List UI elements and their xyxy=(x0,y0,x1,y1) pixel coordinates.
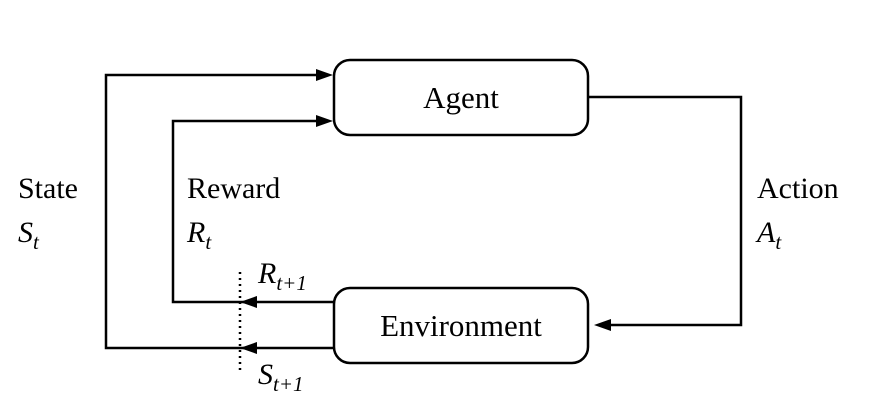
reward-label-group: Reward Rt xyxy=(186,172,280,254)
reward-symbol: Rt xyxy=(186,216,212,254)
state-edge xyxy=(104,69,334,350)
state-label-group: State St xyxy=(18,172,78,254)
environment-node: Environment xyxy=(332,286,590,365)
action-symbol-sub: t xyxy=(775,230,782,254)
action-label: Action xyxy=(757,172,839,205)
next-state-sub: t+1 xyxy=(273,372,304,396)
state-label: State xyxy=(18,172,78,205)
reward-arrowhead xyxy=(316,115,333,127)
next-reward-symbol: Rt+1 xyxy=(257,257,307,295)
reward-label: Reward xyxy=(187,172,280,205)
next-state-letter: S xyxy=(258,358,273,391)
state-symbol: St xyxy=(18,216,40,254)
state-symbol-letter: S xyxy=(18,216,33,249)
next-reward-letter: R xyxy=(257,257,276,290)
next-state-symbol: St+1 xyxy=(258,358,304,396)
state-symbol-sub: t xyxy=(33,230,40,254)
next-state-arrowhead xyxy=(240,342,257,354)
action-label-group: Action At xyxy=(755,172,839,254)
reward-symbol-sub: t xyxy=(205,230,212,254)
next-reward-sub: t+1 xyxy=(276,271,307,295)
reward-edge xyxy=(171,115,334,304)
action-arrowhead xyxy=(594,319,611,331)
action-edge xyxy=(588,95,743,331)
state-arrowhead xyxy=(316,69,333,81)
action-symbol-letter: A xyxy=(755,216,776,249)
agent-label: Agent xyxy=(423,80,499,115)
next-reward-arrowhead xyxy=(240,296,257,308)
action-symbol: At xyxy=(755,216,782,254)
reward-symbol-letter: R xyxy=(186,216,205,249)
environment-label: Environment xyxy=(380,308,542,343)
agent-node: Agent xyxy=(332,58,590,137)
